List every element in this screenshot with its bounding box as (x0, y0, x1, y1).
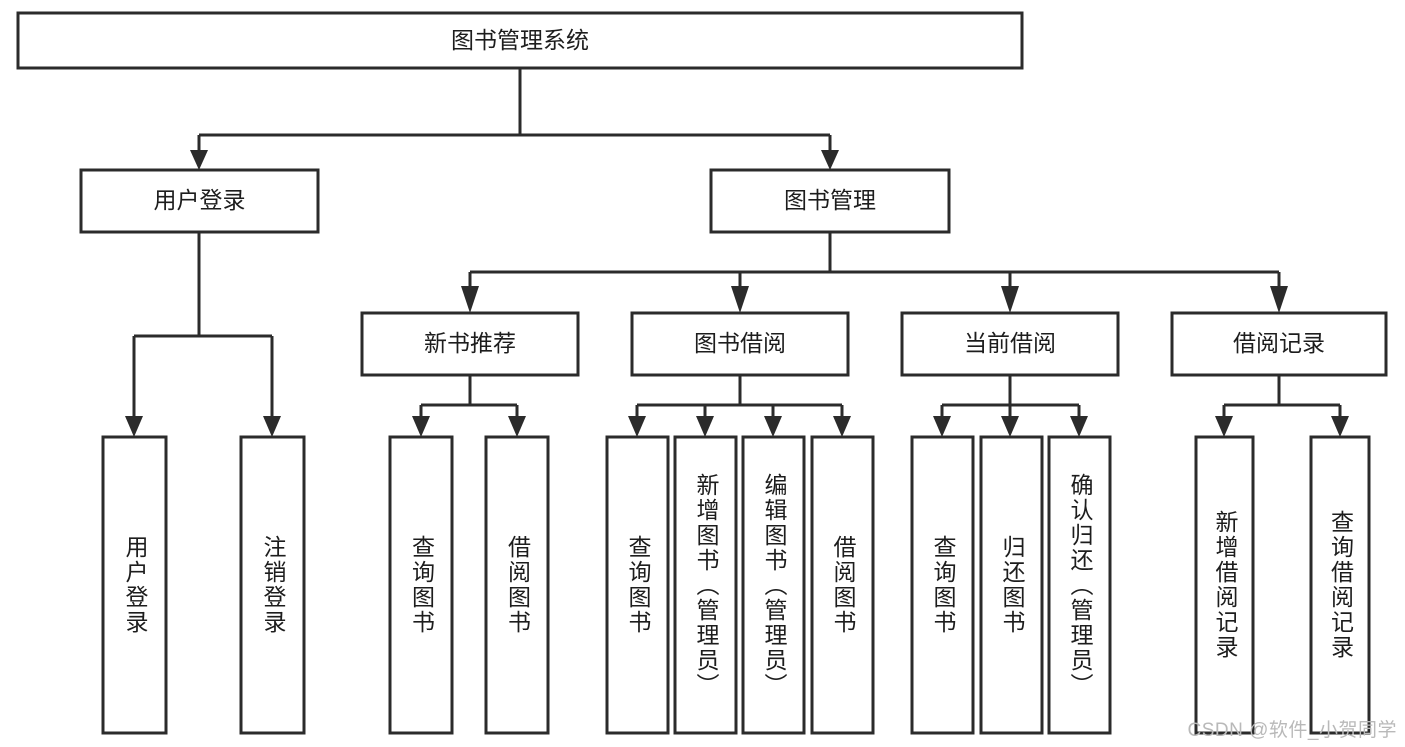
node-leaf-book-borrow-4-box[interactable] (810, 435, 875, 735)
connector-group-new-book (412, 375, 526, 437)
connector-group-book-mgmt (461, 232, 1288, 313)
node-leaf-current-borrow-2-box[interactable] (979, 435, 1044, 735)
node-leaf-current-borrow-1-box[interactable] (910, 435, 975, 735)
connector-group-book-borrow (628, 375, 851, 437)
arrow-new-book-leaf-2-icon (508, 416, 526, 437)
node-book-mgmt-label: 图书管理 (784, 187, 876, 213)
node-current-borrow-label: 当前借阅 (964, 330, 1056, 356)
arrow-new-book-leaf-1-icon (412, 416, 430, 437)
arrow-user-login-leaf-2-icon (263, 416, 281, 437)
node-leaf-book-borrow-1-box[interactable] (605, 435, 670, 735)
arrow-current-borrow-leaf-1-icon (933, 416, 951, 437)
node-leaf-new-book-1-box[interactable] (388, 435, 454, 735)
arrow-book-borrow-leaf-1-icon (628, 416, 646, 437)
node-current-borrow-box[interactable] (900, 311, 1120, 377)
node-book-borrow-box[interactable] (630, 311, 850, 377)
node-leaf-borrow-records-2-box[interactable] (1309, 435, 1371, 735)
node-root-label: 图书管理系统 (451, 27, 589, 53)
node-leaf-book-borrow-2-box[interactable] (673, 435, 738, 735)
arrow-user-login-leaf-1-icon (125, 416, 143, 437)
node-leaf-user-login-2-box[interactable] (239, 435, 306, 735)
arrow-current-borrow-leaf-2-icon (1001, 416, 1019, 437)
node-borrow-records-box[interactable] (1170, 311, 1388, 377)
arrow-book-mgmt-to-borrow-icon (731, 286, 749, 313)
arrow-book-borrow-leaf-4-icon (833, 416, 851, 437)
node-new-book-box[interactable] (360, 311, 580, 377)
node-leaf-book-borrow-3-box[interactable] (741, 435, 806, 735)
node-leaf-user-login-1-box[interactable] (101, 435, 168, 735)
arrow-book-borrow-leaf-3-icon (764, 416, 782, 437)
watermark-label: CSDN @软件_小贺同学 (1187, 720, 1397, 741)
arrow-book-mgmt-to-new-book-icon (461, 286, 479, 313)
node-borrow-records-label: 借阅记录 (1233, 330, 1325, 356)
arrow-root-to-user-login-icon (190, 150, 208, 170)
connector-group-borrow-records (1215, 375, 1349, 437)
node-book-borrow-label: 图书借阅 (694, 330, 786, 356)
arrow-current-borrow-leaf-3-icon (1070, 416, 1088, 437)
node-user-login-label: 用户登录 (154, 187, 246, 213)
connector-group-current-borrow (933, 375, 1088, 437)
arrow-borrow-records-leaf-1-icon (1215, 416, 1233, 437)
arrow-book-mgmt-to-current-icon (1001, 286, 1019, 313)
arrow-borrow-records-leaf-2-icon (1331, 416, 1349, 437)
node-root-box[interactable] (16, 11, 1024, 70)
arrow-root-to-book-mgmt-icon (821, 150, 839, 170)
node-leaf-borrow-records-1-box[interactable] (1194, 435, 1255, 735)
node-new-book-label: 新书推荐 (424, 330, 516, 356)
node-leaf-new-book-2-box[interactable] (484, 435, 550, 735)
node-leaf-current-borrow-3-box[interactable] (1047, 435, 1112, 735)
node-book-mgmt-box[interactable] (709, 168, 951, 234)
node-user-login-box[interactable] (79, 168, 320, 234)
arrow-book-borrow-leaf-2-icon (696, 416, 714, 437)
arrow-book-mgmt-to-records-icon (1270, 286, 1288, 313)
connector-group-user-login (125, 232, 281, 437)
connector-group-root (190, 68, 839, 170)
